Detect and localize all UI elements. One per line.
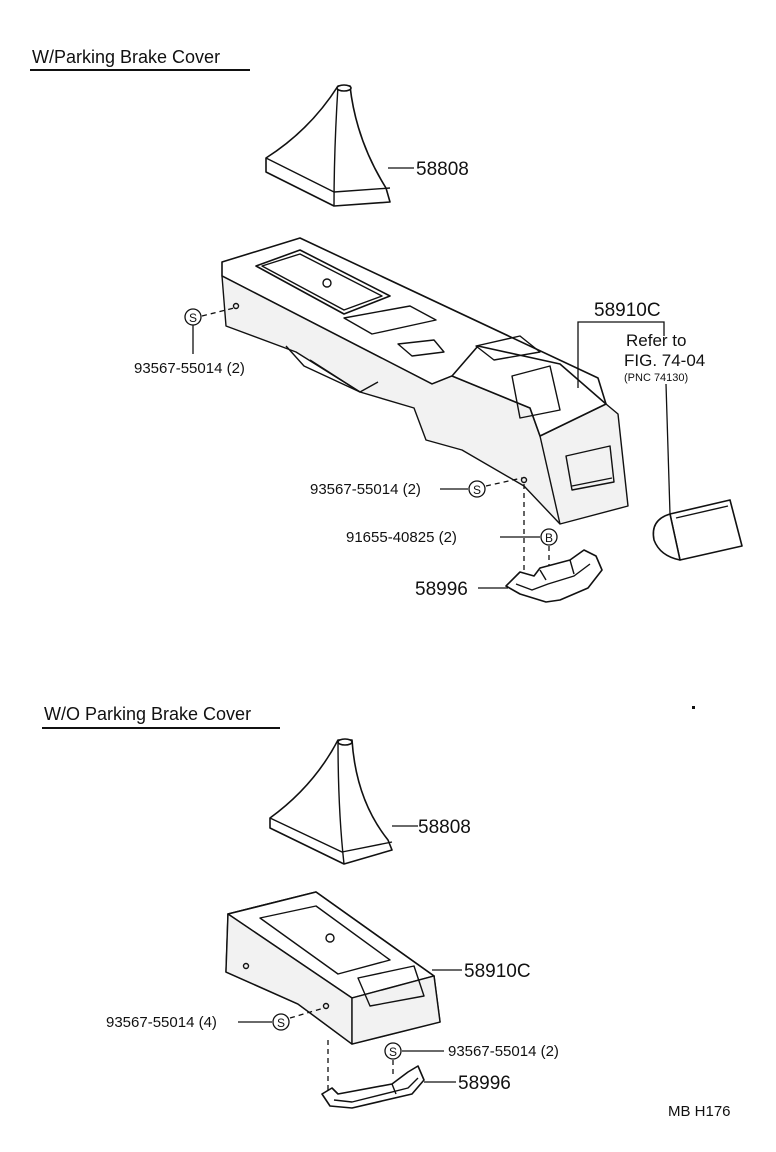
label-screw-left-2: 93567-55014 (4) xyxy=(106,1014,217,1031)
screw-marker-left-2 xyxy=(272,1013,290,1031)
console-drawing xyxy=(221,237,629,525)
referenced-part-drawing xyxy=(652,499,743,561)
label-screw-right-2: 93567-55014 (2) xyxy=(448,1043,559,1060)
bracket-drawing-2 xyxy=(321,1065,425,1109)
label-refer-line2: FIG. 74-04 xyxy=(624,351,705,370)
dash-screw-left-2 xyxy=(289,1007,325,1019)
label-console-2: 58910C xyxy=(464,961,531,982)
label-refer-line1: Refer to xyxy=(626,331,686,350)
label-refer-line3: (PNC 74130) xyxy=(624,372,688,384)
bolt-marker xyxy=(540,528,558,546)
shift-boot-drawing xyxy=(265,84,391,207)
screw-marker-right xyxy=(468,480,486,498)
bolt-marker-letter: B xyxy=(545,531,553,545)
section-with-cover: W/Parking Brake Cover 58808 xyxy=(30,47,743,603)
footer-code: MB H176 xyxy=(668,1103,731,1120)
stray-dot xyxy=(692,706,695,709)
bracket-drawing xyxy=(505,549,603,603)
dash-screw-left xyxy=(201,307,235,317)
console-drawing-2 xyxy=(225,891,441,1045)
screw-marker-right-letter: S xyxy=(473,483,481,497)
label-bracket-2: 58996 xyxy=(458,1073,511,1094)
label-screw-right: 93567-55014 (2) xyxy=(310,481,421,498)
section-title-with-cover: W/Parking Brake Cover xyxy=(32,47,220,67)
screw-marker-right-2-letter: S xyxy=(389,1045,397,1059)
label-boot-2: 58808 xyxy=(418,817,471,838)
leader-console xyxy=(577,321,665,388)
label-bracket: 58996 xyxy=(415,579,468,600)
screw-marker-right-2 xyxy=(384,1042,402,1060)
screw-marker-left-letter: S xyxy=(189,311,197,325)
section-title-without-cover: W/O Parking Brake Cover xyxy=(44,704,251,724)
screw-marker-left-2-letter: S xyxy=(277,1016,285,1030)
leader-refer xyxy=(665,383,671,515)
dash-screw-right xyxy=(485,477,523,487)
label-console: 58910C xyxy=(594,300,661,321)
label-boot: 58808 xyxy=(416,159,469,180)
shift-boot-drawing-2 xyxy=(269,738,393,865)
label-screw-left: 93567-55014 (2) xyxy=(134,360,245,377)
label-bolt: 91655-40825 (2) xyxy=(346,529,457,546)
section-without-cover: W/O Parking Brake Cover 58808 58910C 93 xyxy=(42,704,695,1109)
